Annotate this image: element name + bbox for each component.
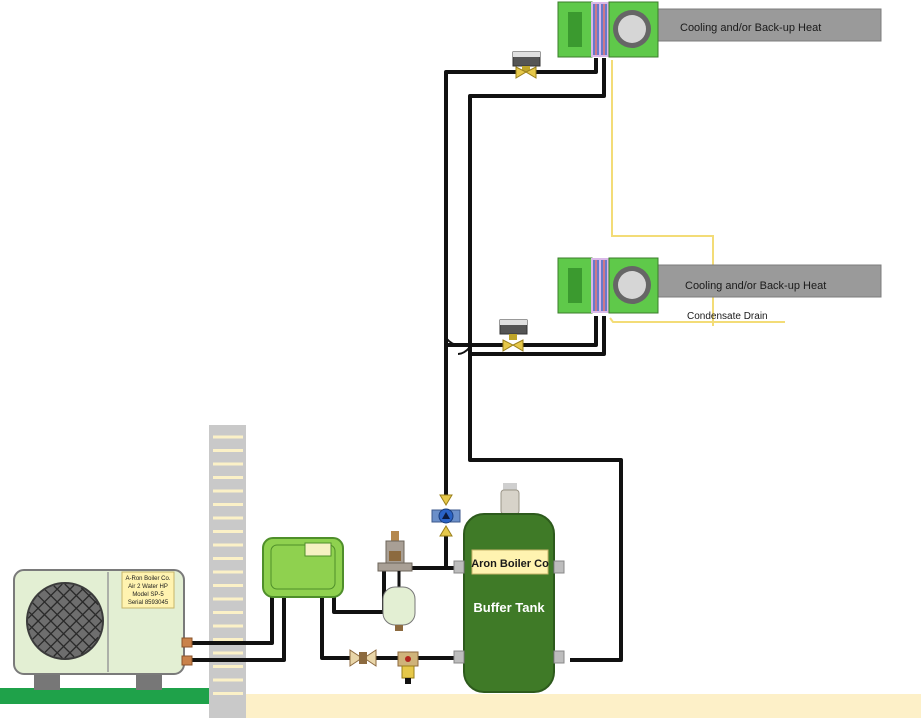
buffer-tank-label: Buffer Tank <box>473 600 545 615</box>
duct-top <box>657 8 882 42</box>
expansion-tank-icon <box>382 571 416 631</box>
check-valve-icon <box>349 649 377 667</box>
heat-pump-unit: A-Ron Boiler Co. Air 2 Water HP Model SP… <box>13 569 193 690</box>
heat-pump-nameplate <box>121 571 175 609</box>
wall-icon <box>209 425 246 718</box>
nameplate-line-4: Serial 8593045 <box>128 600 169 606</box>
buffer-tank: Aron Boiler Co Buffer Tank <box>453 483 565 693</box>
fan-grille-icon <box>26 582 104 660</box>
air-handler-top-label: Cooling and/or Back-up Heat <box>680 22 821 34</box>
nameplate-line-1: A-Ron Boiler Co. <box>125 576 170 582</box>
controller-display <box>304 542 332 557</box>
ground-grass <box>0 688 210 704</box>
air-handler-top: Cooling and/or Back-up Heat <box>557 1 882 58</box>
nameplate-line-2: Air 2 Water HP <box>128 584 168 590</box>
duct-mid <box>657 264 882 298</box>
air-separator-icon <box>377 531 413 572</box>
air-handler-mid: Cooling and/or Back-up Heat <box>557 257 882 314</box>
circulator-pump-icon <box>431 494 461 537</box>
buffer-tank-nameplate <box>471 549 549 575</box>
nameplate-line-3: Model SP-5 <box>132 592 164 598</box>
pipe-hooks <box>445 337 471 355</box>
zone-valve-icon <box>499 319 528 352</box>
controller-box <box>262 537 344 598</box>
dirt-separator-icon <box>397 651 419 684</box>
air-handler-mid-label: Cooling and/or Back-up Heat <box>685 280 826 292</box>
ground-sand <box>246 694 921 718</box>
buffer-tank-brand: Aron Boiler Co <box>471 558 549 570</box>
zone-valve-icon <box>512 51 541 79</box>
condensate-drain-label: Condensate Drain <box>687 311 768 322</box>
